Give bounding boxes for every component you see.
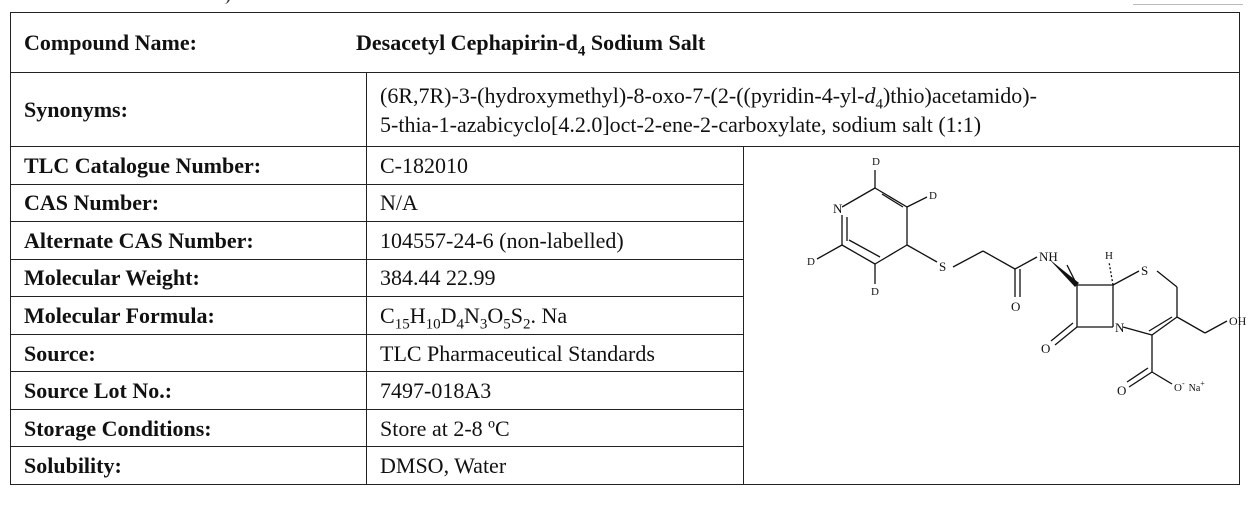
carboxylate-minus: - <box>1182 379 1185 388</box>
atom-s-thioether: S <box>939 259 946 274</box>
compound-name-main: Desacetyl Cephapirin-d <box>356 30 578 55</box>
atom-d-left: D <box>807 256 815 268</box>
alternate-cas-label: Alternate CAS Number: <box>10 221 367 260</box>
formula-o-count: 5 <box>503 316 511 333</box>
structure-cell: D N D D D S NH O H S N O OH O O-Na+ <box>742 146 1247 485</box>
sodium-plus: + <box>1200 379 1205 388</box>
synonyms-italic-d: d <box>864 82 876 108</box>
formula-d-count: 4 <box>456 316 464 333</box>
atom-oh: OH <box>1229 314 1247 328</box>
atom-n-ring: N <box>833 201 843 216</box>
row-storage-conditions: Storage Conditions: Store at 2-8 ºC <box>10 408 1240 448</box>
structure-bonds <box>816 170 1228 388</box>
atom-o-lactam: O <box>1041 341 1050 356</box>
molecular-formula-label: Molecular Formula: <box>10 296 367 335</box>
synonyms-part1-tail: )thio)acetamido)- <box>882 82 1037 108</box>
cas-number-value: N/A <box>366 183 744 223</box>
formula-n: N <box>463 302 480 328</box>
catalogue-number-label: TLC Catalogue Number: <box>10 146 367 185</box>
synonyms-subscript: 4 <box>875 95 883 112</box>
formula-h-count: 10 <box>425 316 441 333</box>
compound-name-subscript: 4 <box>577 43 586 60</box>
cas-number-label: CAS Number: <box>10 183 367 223</box>
source-label: Source: <box>10 333 367 373</box>
formula-h: H <box>409 302 426 328</box>
row-solubility: Solubility: DMSO, Water <box>10 446 1240 485</box>
carboxylate-o: O <box>1174 382 1182 394</box>
catalogue-number-value: C-182010 <box>366 146 744 185</box>
molecular-weight-value: 384.44 22.99 <box>366 258 744 298</box>
row-compound-name: Compound Name: Desacetyl Cephapirin-d4 S… <box>9 12 1241 73</box>
synonyms-label: Synonyms: <box>10 72 367 147</box>
formula-d: D <box>440 302 457 328</box>
compound-name-label: Compound Name: <box>24 30 197 55</box>
page-top-fragments <box>0 0 1249 8</box>
atom-d-top: D <box>872 156 880 168</box>
formula-s: S <box>510 302 523 328</box>
wedge-bond <box>1049 259 1079 287</box>
row-alternate-cas: Alternate CAS Number: 104557-24-6 (non-l… <box>10 221 1240 260</box>
cropped-text-fragment <box>218 0 230 4</box>
synonyms-line2: 5-thia-1-azabicyclo[4.2.0]oct-2-ene-2-ca… <box>380 111 982 137</box>
formula-n-count: 3 <box>479 316 488 333</box>
source-value: TLC Pharmaceutical Standards <box>366 333 744 373</box>
synonyms-part1: (6R,7R)-3-(hydroxymethyl)-8-oxo-7-(2-((p… <box>380 82 865 108</box>
compound-info-table: Compound Name: Desacetyl Cephapirin-d4 S… <box>9 12 1247 485</box>
row-molecular-formula: Molecular Formula: C15H10D4N3O5S2. Na <box>10 296 1240 335</box>
row-synonyms: Synonyms: (6R,7R)-3-(hydroxymethyl)-8-ox… <box>10 72 1241 147</box>
atom-d-right: D <box>929 190 937 202</box>
molecular-weight-label: Molecular Weight: <box>10 258 367 298</box>
synonyms-value: (6R,7R)-3-(hydroxymethyl)-8-oxo-7-(2-((p… <box>365 72 1241 147</box>
source-lot-label: Source Lot No.: <box>10 371 367 410</box>
formula-c: C <box>380 302 395 328</box>
atom-s-ring: S <box>1141 263 1148 278</box>
atom-o-carbonyl: O <box>1117 383 1126 398</box>
molecular-formula-value: C15H10D4N3O5S2. Na <box>366 296 744 335</box>
row-catalogue-number: TLC Catalogue Number: C-182010 <box>10 146 1247 485</box>
cropped-header-fragment <box>1133 0 1243 5</box>
solubility-value: DMSO, Water <box>366 446 744 485</box>
row-source-lot: Source Lot No.: 7497-018A3 <box>10 371 1240 410</box>
compound-name-cell: Compound Name: Desacetyl Cephapirin-d4 S… <box>9 12 1241 73</box>
atom-n-lactam: N <box>1115 320 1125 335</box>
atom-o-carboxylate: O-Na+ <box>1174 379 1205 394</box>
formula-s-count: 2 <box>523 316 531 333</box>
atom-o-amide: O <box>1011 299 1020 314</box>
alternate-cas-value: 104557-24-6 (non-labelled) <box>366 221 744 260</box>
formula-c-count: 15 <box>394 316 410 333</box>
atom-h-stereo: H <box>1105 250 1113 262</box>
compound-name-tail: Sodium Salt <box>585 30 706 55</box>
storage-conditions-label: Storage Conditions: <box>10 408 367 448</box>
atom-d-bottom: D <box>871 286 879 298</box>
formula-na: . Na <box>530 302 568 328</box>
compound-name-value: Desacetyl Cephapirin-d4 Sodium Salt <box>356 28 706 60</box>
atom-nh-amide: NH <box>1039 249 1058 264</box>
solubility-label: Solubility: <box>10 446 367 485</box>
row-molecular-weight: Molecular Weight: 384.44 22.99 <box>10 258 1240 298</box>
sodium-ion: Na <box>1189 383 1201 394</box>
storage-conditions-value: Store at 2-8 ºC <box>366 408 744 448</box>
source-lot-value: 7497-018A3 <box>366 371 744 410</box>
formula-o: O <box>487 302 504 328</box>
row-source: Source: TLC Pharmaceutical Standards <box>10 333 1240 373</box>
chemical-structure-image: D N D D D S NH O H S N O OH O O-Na+ <box>807 156 1247 398</box>
